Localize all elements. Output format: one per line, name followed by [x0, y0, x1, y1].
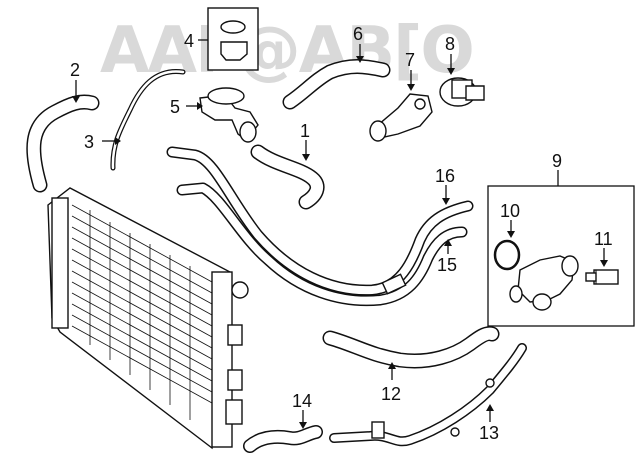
callout-6: 6 [353, 24, 363, 44]
pipe-part-13 [329, 343, 527, 447]
callout-16: 16 [435, 166, 455, 186]
hose-part-6 [282, 59, 391, 110]
callout-4: 4 [184, 31, 194, 51]
callout-14: 14 [292, 391, 312, 411]
callout-9: 9 [552, 151, 562, 171]
tube-part-3 [110, 69, 186, 171]
cap-kit-part-4 [207, 7, 259, 71]
callout-15: 15 [437, 255, 457, 275]
hose-part-2 [26, 94, 100, 193]
callout-12: 12 [381, 384, 401, 404]
callout-7: 7 [405, 50, 415, 70]
o-ring-part-10 [493, 239, 521, 271]
callout-11: 11 [594, 229, 613, 249]
callout-10: 10 [500, 201, 520, 221]
sensor-part-11 [585, 269, 619, 285]
callout-2: 2 [70, 60, 80, 80]
leader-lines [72, 39, 608, 429]
callout-1: 1 [300, 121, 310, 141]
detail-box-part-9 [487, 185, 635, 327]
thermostat-housing-part-7 [369, 93, 433, 142]
hose-part-12 [322, 326, 500, 369]
callout-5: 5 [170, 97, 180, 117]
thermostat-part-8 [439, 77, 485, 107]
hose-part-1 [250, 144, 325, 210]
radiator-illustration [47, 187, 249, 450]
callout-13: 13 [479, 423, 499, 443]
callout-3: 3 [84, 132, 94, 152]
pipes-part-15-16 [166, 146, 474, 307]
filler-neck-part-5 [199, 87, 259, 143]
hose-part-14 [243, 425, 323, 453]
housing-part-9-illustration [509, 255, 579, 311]
callout-8: 8 [445, 34, 455, 54]
